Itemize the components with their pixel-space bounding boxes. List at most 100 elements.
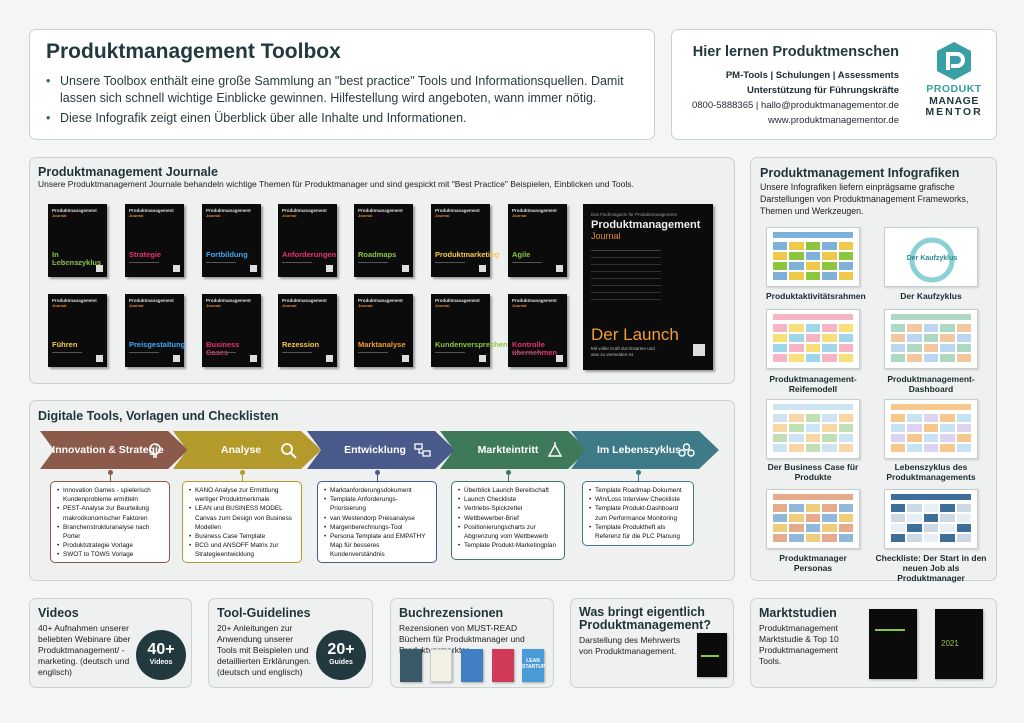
infographic-thumb[interactable] (766, 309, 860, 369)
stage-connector (508, 473, 509, 481)
infographic-thumb[interactable] (766, 489, 860, 549)
stage-item[interactable]: Template Roadmap-Dokument (589, 486, 687, 495)
cycle-gears-icon (678, 442, 695, 459)
stage-item[interactable]: Win/Loss Interview Checkliste (589, 495, 687, 504)
journal-badge (250, 355, 257, 362)
journal-badge (96, 265, 103, 272)
intro-bullet: Diese Infografik zeigt einen Überblick ü… (46, 110, 638, 127)
stage-item[interactable]: Positionierungscharts zur Abgrenzung vom… (458, 523, 558, 541)
stage-item[interactable]: Launch Checkliste (458, 495, 558, 504)
journal-divider (435, 352, 465, 353)
contact-phone-email[interactable]: 0800-5888365 | hallo@produktmanagementor… (691, 100, 899, 111)
videos-title: Videos (38, 606, 79, 620)
flow-icon (414, 442, 431, 459)
journal-badge (402, 355, 409, 362)
infographic-thumb[interactable] (884, 309, 978, 369)
stage-label: Innovation & Strategie (52, 444, 164, 456)
stage-connector (377, 473, 378, 481)
stage-item[interactable]: Template Produkt-Dashboard zum Performan… (589, 504, 687, 522)
infographic-thumb[interactable] (766, 227, 860, 287)
infographic-label: Checkliste: Der Start in den neuen Job a… (875, 553, 987, 583)
stage-item[interactable]: Wettbewerber-Brief (458, 514, 558, 523)
stage-item[interactable]: Überblick Launch Bereitschaft (458, 486, 558, 495)
stage-item[interactable]: Produktstrategie Vorlage (57, 541, 163, 550)
cycle-icon (909, 237, 955, 283)
stage-item[interactable]: SWOT to TOWS Vorlage (57, 550, 163, 559)
stage-item[interactable]: Template Anforderungs-Priorisierung (324, 495, 430, 513)
book-cover[interactable] (430, 649, 452, 682)
videos-badge-number: 40+ (147, 641, 175, 658)
stage-dot (636, 470, 641, 475)
stage-item[interactable]: Innovation Games - spielerisch Kundenpro… (57, 486, 163, 504)
guidelines-title: Tool-Guidelines (217, 606, 311, 620)
stage-item[interactable]: KANO Analyse zur Ermittlung wertiger Pro… (189, 486, 295, 504)
value-title: Was bringt eigentlich Produktmanagement? (579, 605, 711, 632)
stage-item[interactable]: Business Case Template (189, 532, 295, 541)
stage-arrow[interactable]: Entwicklung (307, 431, 455, 469)
stage-dot (108, 470, 113, 475)
stage-arrow[interactable]: Im Lebenszyklus (571, 431, 719, 469)
book-cover[interactable] (461, 649, 483, 682)
stage-item[interactable]: Persona Template and EMPATHY Map für bes… (324, 532, 430, 560)
stage-item[interactable]: LEAN und BUSINESS MODEL Canvas zum Desig… (189, 504, 295, 532)
stage-item[interactable]: Branchenstrukturanalyse nach Porter (57, 523, 163, 541)
book-cover[interactable] (400, 649, 422, 682)
infographic-label: Lebenszyklus des Produktmanagements (886, 462, 976, 482)
stage-checklist: KANO Analyse zur Ermittlung wertiger Pro… (182, 481, 302, 563)
guidelines-panel[interactable]: Tool-Guidelines 20+ Anleitungen zur Anwe… (208, 598, 373, 688)
stage-arrow[interactable]: Analyse (173, 431, 321, 469)
infographic-thumb[interactable]: Der Kaufzyklus (884, 227, 978, 287)
stage-item[interactable]: Template Produktheft als Referenz für di… (589, 523, 687, 541)
journal-featured[interactable]: Das Fachmagazin für Produktmanagement Pr… (583, 204, 713, 370)
stage-item[interactable]: Margenberechnungs-Tool (324, 523, 430, 532)
book-cover[interactable]: LEAN STARTUP (522, 649, 545, 682)
value-text: Darstellung des Mehrwerts von Produktman… (579, 635, 681, 656)
stage-item[interactable]: van Westendorp Preisanalyse (324, 514, 430, 523)
stage-item[interactable]: Marktanforderungsdokument (324, 486, 430, 495)
value-panel[interactable]: Was bringt eigentlich Produktmanagement?… (570, 598, 734, 688)
stage-item[interactable]: Template Produkt-Marketingplan (458, 541, 558, 550)
stage-connector (242, 473, 243, 481)
contact-website-link[interactable]: www.produktmanagementor.de (768, 115, 899, 126)
logo[interactable]: PRODUKT MANAGE MENTOR (916, 40, 992, 132)
infographic-thumb[interactable] (766, 399, 860, 459)
studies-panel[interactable]: Marktstudien Produktmanagement Marktstud… (750, 598, 997, 688)
stage-dot (506, 470, 511, 475)
stage-item[interactable]: BCG und ANSOFF Matrix zur Strategieentwi… (189, 541, 295, 559)
stage-arrow[interactable]: Markteintritt (440, 431, 588, 469)
books-panel[interactable]: Buchrezensionen Rezensionen von MUST-REA… (390, 598, 554, 688)
infographic-thumb[interactable] (884, 399, 978, 459)
book-cover[interactable] (492, 649, 514, 682)
study-cover[interactable]: 2021 (935, 609, 983, 679)
stage-arrow[interactable]: Innovation & Strategie (40, 431, 188, 469)
journal-divider (358, 352, 388, 353)
books-title: Buchrezensionen (399, 606, 504, 620)
stage-dot (240, 470, 245, 475)
study-cover[interactable] (869, 609, 917, 679)
infographic-thumb[interactable] (884, 489, 978, 549)
journal-divider (206, 262, 236, 263)
stage-item[interactable]: Vertriebs-Spickzettel (458, 504, 558, 513)
videos-panel[interactable]: Videos 40+ Aufnahmen unserer beliebten W… (29, 598, 192, 688)
stage-connector (110, 473, 111, 481)
journal-divider (282, 262, 312, 263)
stage-item[interactable]: PEST-Analyse zur Beurteilung makroökonom… (57, 504, 163, 522)
